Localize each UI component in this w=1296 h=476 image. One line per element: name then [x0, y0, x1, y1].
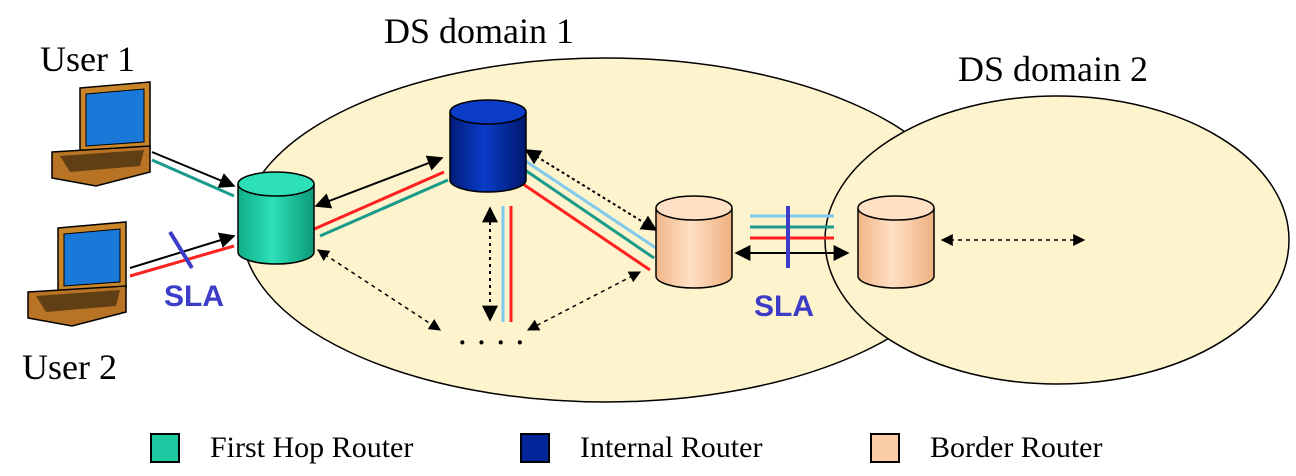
first-hop-router	[237, 171, 315, 265]
inter-domain-links	[734, 214, 850, 261]
border-router-domain-1	[655, 195, 733, 289]
internal-border-links	[519, 149, 658, 272]
user-1-laptop-icon	[51, 81, 151, 187]
legend-border: Border Router	[870, 428, 1102, 468]
user-2-label: User 2	[22, 347, 117, 387]
legend-internal: Internal Router	[520, 428, 762, 468]
internal-router	[449, 99, 527, 193]
sla-user-marker	[168, 230, 194, 270]
internal-vertical-links	[482, 206, 513, 322]
first-hop-to-cluster-link	[316, 249, 442, 331]
legend-first-hop-text: First Hop Router	[210, 431, 414, 464]
border-to-cluster-link	[526, 271, 642, 331]
domain-2-label: DS domain 2	[958, 49, 1149, 89]
first-hop-internal-links	[311, 155, 449, 238]
border-router-domain-2	[857, 195, 935, 289]
domain-1-label: DS domain 1	[384, 11, 575, 51]
ellipsis-label: · · · ·	[458, 328, 527, 357]
legend-border-text: Border Router	[930, 431, 1103, 464]
legend-first-hop: First Hop Router	[150, 428, 413, 468]
sla-user-label: SLA	[164, 280, 224, 313]
legend-first-hop-swatch	[150, 433, 180, 463]
user-2-laptop-icon	[27, 221, 127, 327]
legend-border-swatch	[870, 433, 900, 463]
sla-domain-label: SLA	[754, 290, 814, 323]
user-1-label: User 1	[40, 39, 135, 79]
user-2-flow-lines	[129, 232, 236, 278]
legend-internal-swatch	[520, 433, 550, 463]
user-1-flow-lines	[151, 151, 236, 198]
legend-internal-text: Internal Router	[580, 431, 763, 464]
